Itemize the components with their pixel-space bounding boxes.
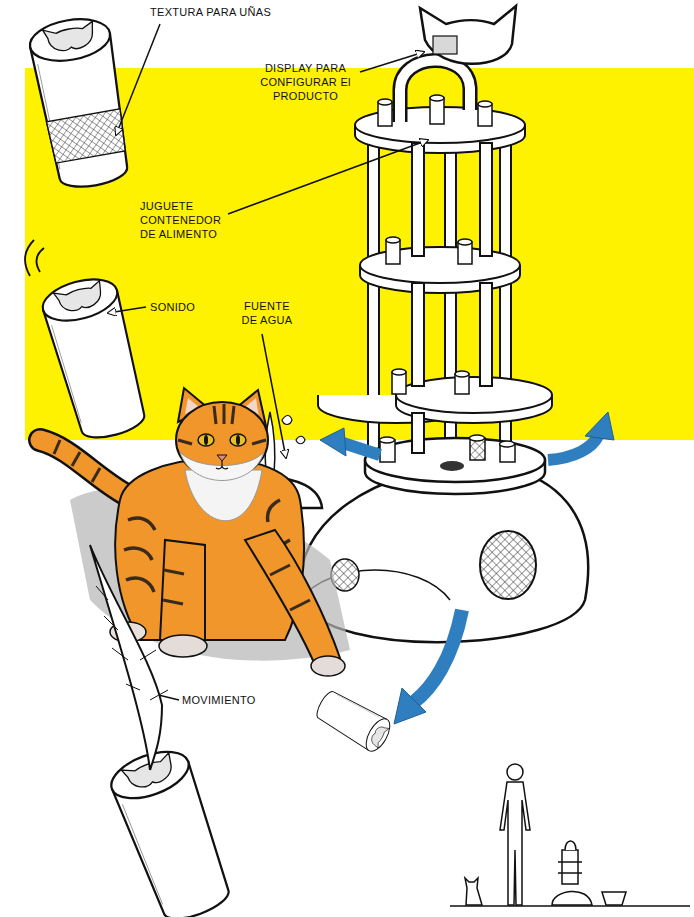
callout-label: FUENTE DE AGUA bbox=[236, 300, 298, 328]
callout-label: TEXTURA PARA UÑAS bbox=[150, 6, 300, 20]
sound-cup bbox=[25, 240, 153, 445]
callout-label: DISPLAY PARA CONFIGURAR El PRODUCTO bbox=[258, 62, 353, 103]
callout-label: MOVIMIENTO bbox=[182, 694, 282, 708]
scale-figures bbox=[450, 764, 690, 906]
rotation-arrows bbox=[320, 412, 614, 724]
cat bbox=[40, 388, 350, 676]
callout-label: JUGUETE CONTENEDOR DE ALIMENTO bbox=[140, 200, 222, 241]
knocked-cup bbox=[312, 687, 394, 755]
feather-cup bbox=[90, 545, 239, 917]
callout-label: SONIDO bbox=[150, 301, 230, 315]
leader-lines bbox=[108, 24, 428, 700]
scratch-cup bbox=[27, 13, 136, 192]
cat-tower bbox=[299, 6, 588, 642]
